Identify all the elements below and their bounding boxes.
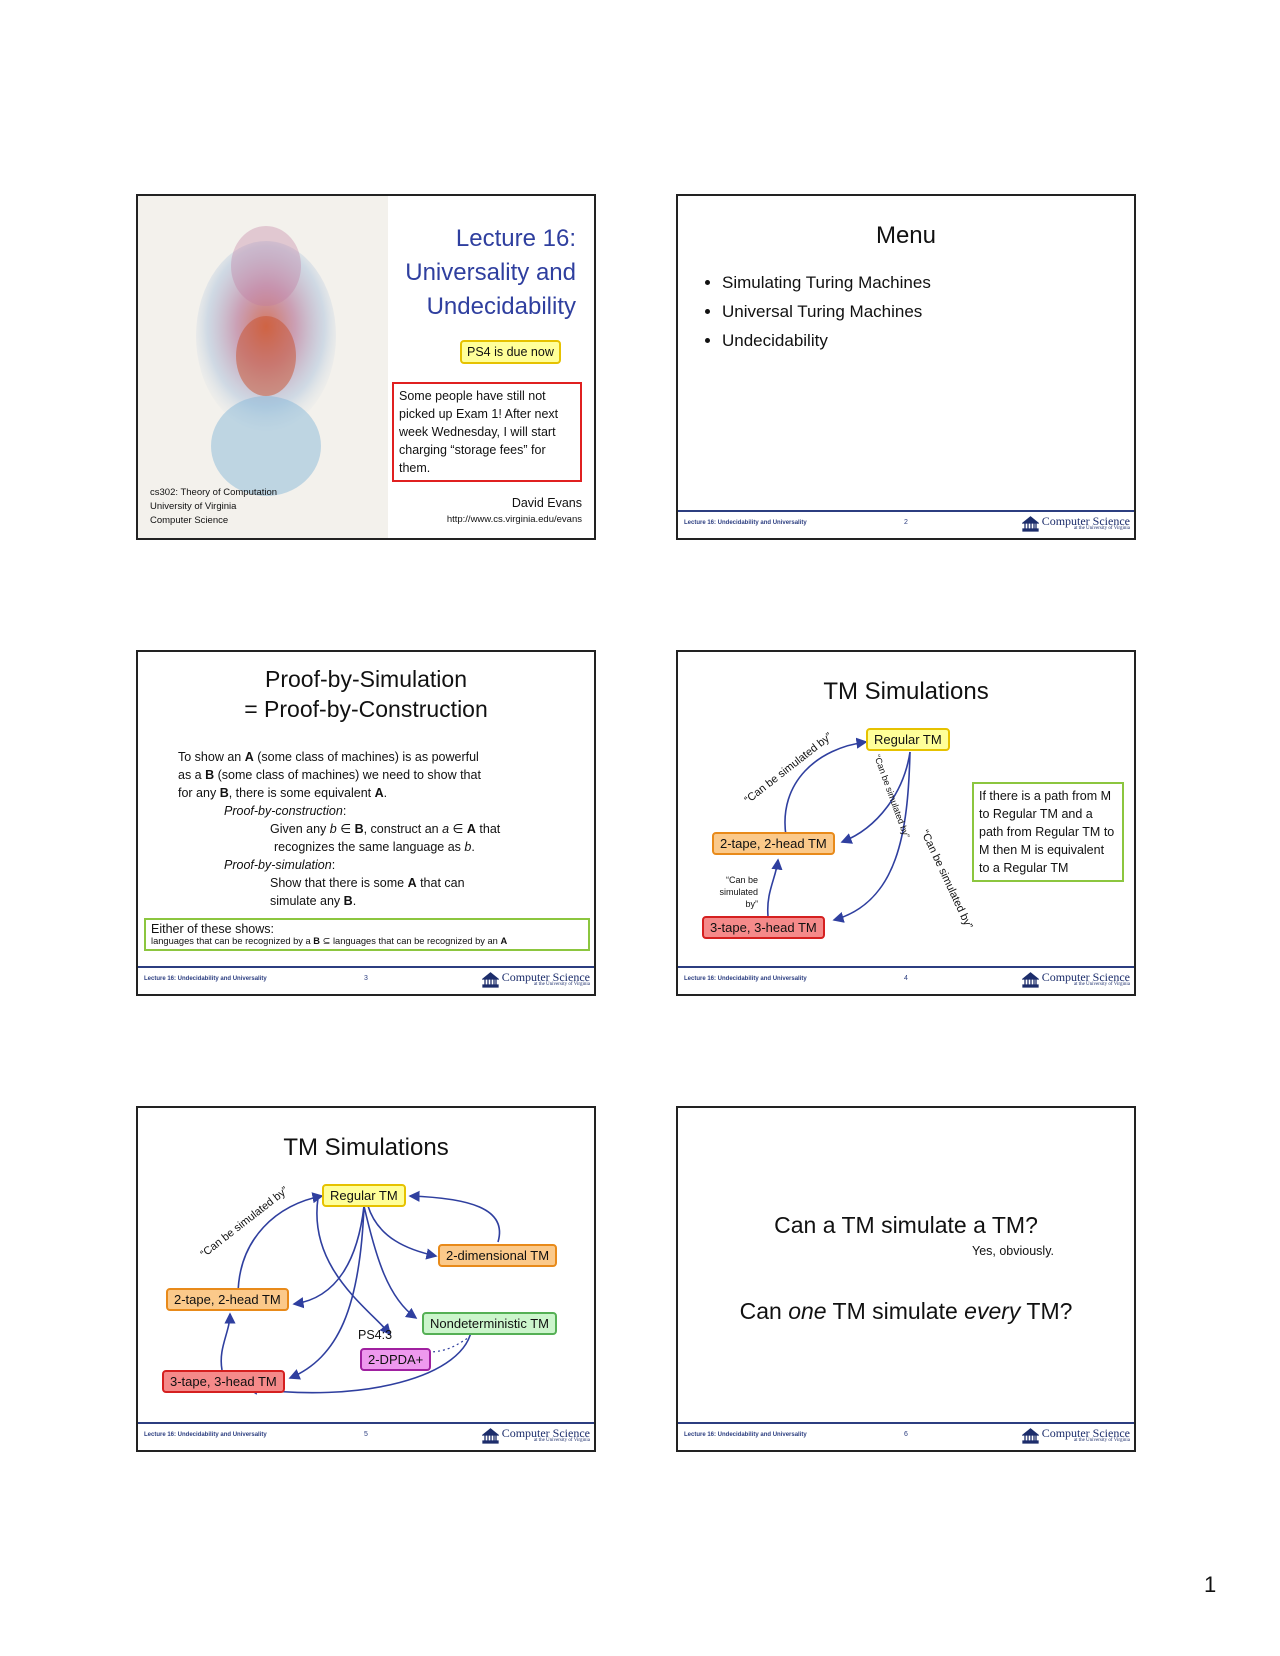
rotunda-icon xyxy=(1021,516,1039,532)
slide-4: TM Simulations “Can be simulated by” “Ca… xyxy=(676,650,1136,996)
slide-number: 3 xyxy=(364,975,368,982)
lecture-title: Lecture 16: Universality and Undecidabil… xyxy=(405,225,576,320)
footer-label: Lecture 16: Undecidability and Universal… xyxy=(684,976,807,982)
either-box: Either of these shows: languages that ca… xyxy=(144,918,590,951)
menu-item: Universal Turing Machines xyxy=(722,297,931,326)
slide-footer: Lecture 16: Undecidability and Universal… xyxy=(678,1422,1134,1450)
slide-6: Can a TM simulate a TM? Yes, obviously. … xyxy=(676,1106,1136,1452)
slide-3: Proof-by-Simulation = Proof-by-Construct… xyxy=(136,650,596,996)
node-nondeterministic-tm: Nondeterministic TM xyxy=(422,1312,557,1335)
node-two-tape-tm: 2-tape, 2-head TM xyxy=(712,832,835,855)
slide-footer: Lecture 16: Undecidability and Universal… xyxy=(138,966,594,994)
node-two-tape-tm: 2-tape, 2-head TM xyxy=(166,1288,289,1311)
rotunda-icon xyxy=(481,972,499,988)
author-name: David Evans xyxy=(511,496,582,510)
slide-footer: Lecture 16: Undecidability and Universal… xyxy=(138,1422,594,1450)
slide-number: 5 xyxy=(364,1431,368,1438)
exam-pickup-note: Some people have still not picked up Exa… xyxy=(392,382,582,482)
slide-title: Menu xyxy=(875,222,937,249)
slide-title: Proof-by-Simulation = Proof-by-Construct… xyxy=(244,666,488,722)
slide-footer: Lecture 16: Undecidability and Universal… xyxy=(678,510,1134,538)
rotunda-icon xyxy=(1021,1428,1039,1444)
menu-list: Simulating Turing Machines Universal Tur… xyxy=(704,268,931,355)
proof-body: To show an A (some class of machines) is… xyxy=(178,750,501,908)
answer-1: Yes, obviously. xyxy=(972,1244,1054,1258)
footer-label: Lecture 16: Undecidability and Universal… xyxy=(144,1432,267,1438)
question-1: Can a TM simulate a TM? xyxy=(774,1212,1038,1238)
edge-label: “Can be simulated by” xyxy=(198,1184,290,1260)
simulation-arrows: “Can be simulated by” “Can be simulated … xyxy=(742,730,974,931)
slide-title: TM Simulations xyxy=(283,1134,449,1161)
slide-1: cs302: Theory of Computation University … xyxy=(136,194,596,540)
node-regular-tm: Regular TM xyxy=(866,728,950,751)
page-number: 1 xyxy=(1204,1572,1217,1597)
edge-label-1: “Can be simulated by” xyxy=(742,730,834,806)
node-three-tape-tm: 3-tape, 3-head TM xyxy=(162,1370,285,1393)
footer-label: Lecture 16: Undecidability and Universal… xyxy=(144,976,267,982)
author-url[interactable]: http://www.cs.virginia.edu/evans xyxy=(446,514,582,525)
slide-number: 6 xyxy=(904,1431,908,1438)
ps4-due-badge: PS4 is due now xyxy=(460,340,561,364)
fractal-artwork xyxy=(138,196,388,538)
node-three-tape-tm: 3-tape, 3-head TM xyxy=(702,916,825,939)
node-2-dpda: 2-DPDA+ xyxy=(360,1348,432,1371)
menu-item: Undecidability xyxy=(722,326,931,355)
edge-label-2: “Can be simulated by” xyxy=(872,753,912,839)
slide-5: TM Simulations “Can be simulated by” Reg… xyxy=(136,1106,596,1452)
course-info: cs302: Theory of Computation University … xyxy=(150,487,278,526)
footer-label: Lecture 16: Undecidability and Universal… xyxy=(684,1432,807,1438)
ps4-label: PS4:3 xyxy=(358,1328,393,1342)
menu-item: Simulating Turing Machines xyxy=(722,268,931,297)
slide-number: 4 xyxy=(904,975,908,982)
slide-title: TM Simulations xyxy=(823,678,989,705)
rotunda-icon xyxy=(481,1428,499,1444)
edge-label-small: “Can be simulated by” xyxy=(719,875,758,909)
node-regular-tm: Regular TM xyxy=(322,1184,406,1207)
simulation-arrows: “Can be simulated by” xyxy=(198,1184,501,1395)
slide-number: 2 xyxy=(904,519,908,526)
question-2: Can one TM simulate every TM? xyxy=(739,1298,1073,1324)
edge-label-3: “Can be simulated by” xyxy=(918,828,974,931)
slide-2: Menu Simulating Turing Machines Universa… xyxy=(676,194,1136,540)
rotunda-icon xyxy=(1021,972,1039,988)
node-two-dimensional-tm: 2-dimensional TM xyxy=(438,1244,558,1267)
slide-footer: Lecture 16: Undecidability and Universal… xyxy=(678,966,1134,994)
footer-label: Lecture 16: Undecidability and Universal… xyxy=(684,520,807,526)
equivalence-note: If there is a path from M to Regular TM … xyxy=(972,782,1124,882)
